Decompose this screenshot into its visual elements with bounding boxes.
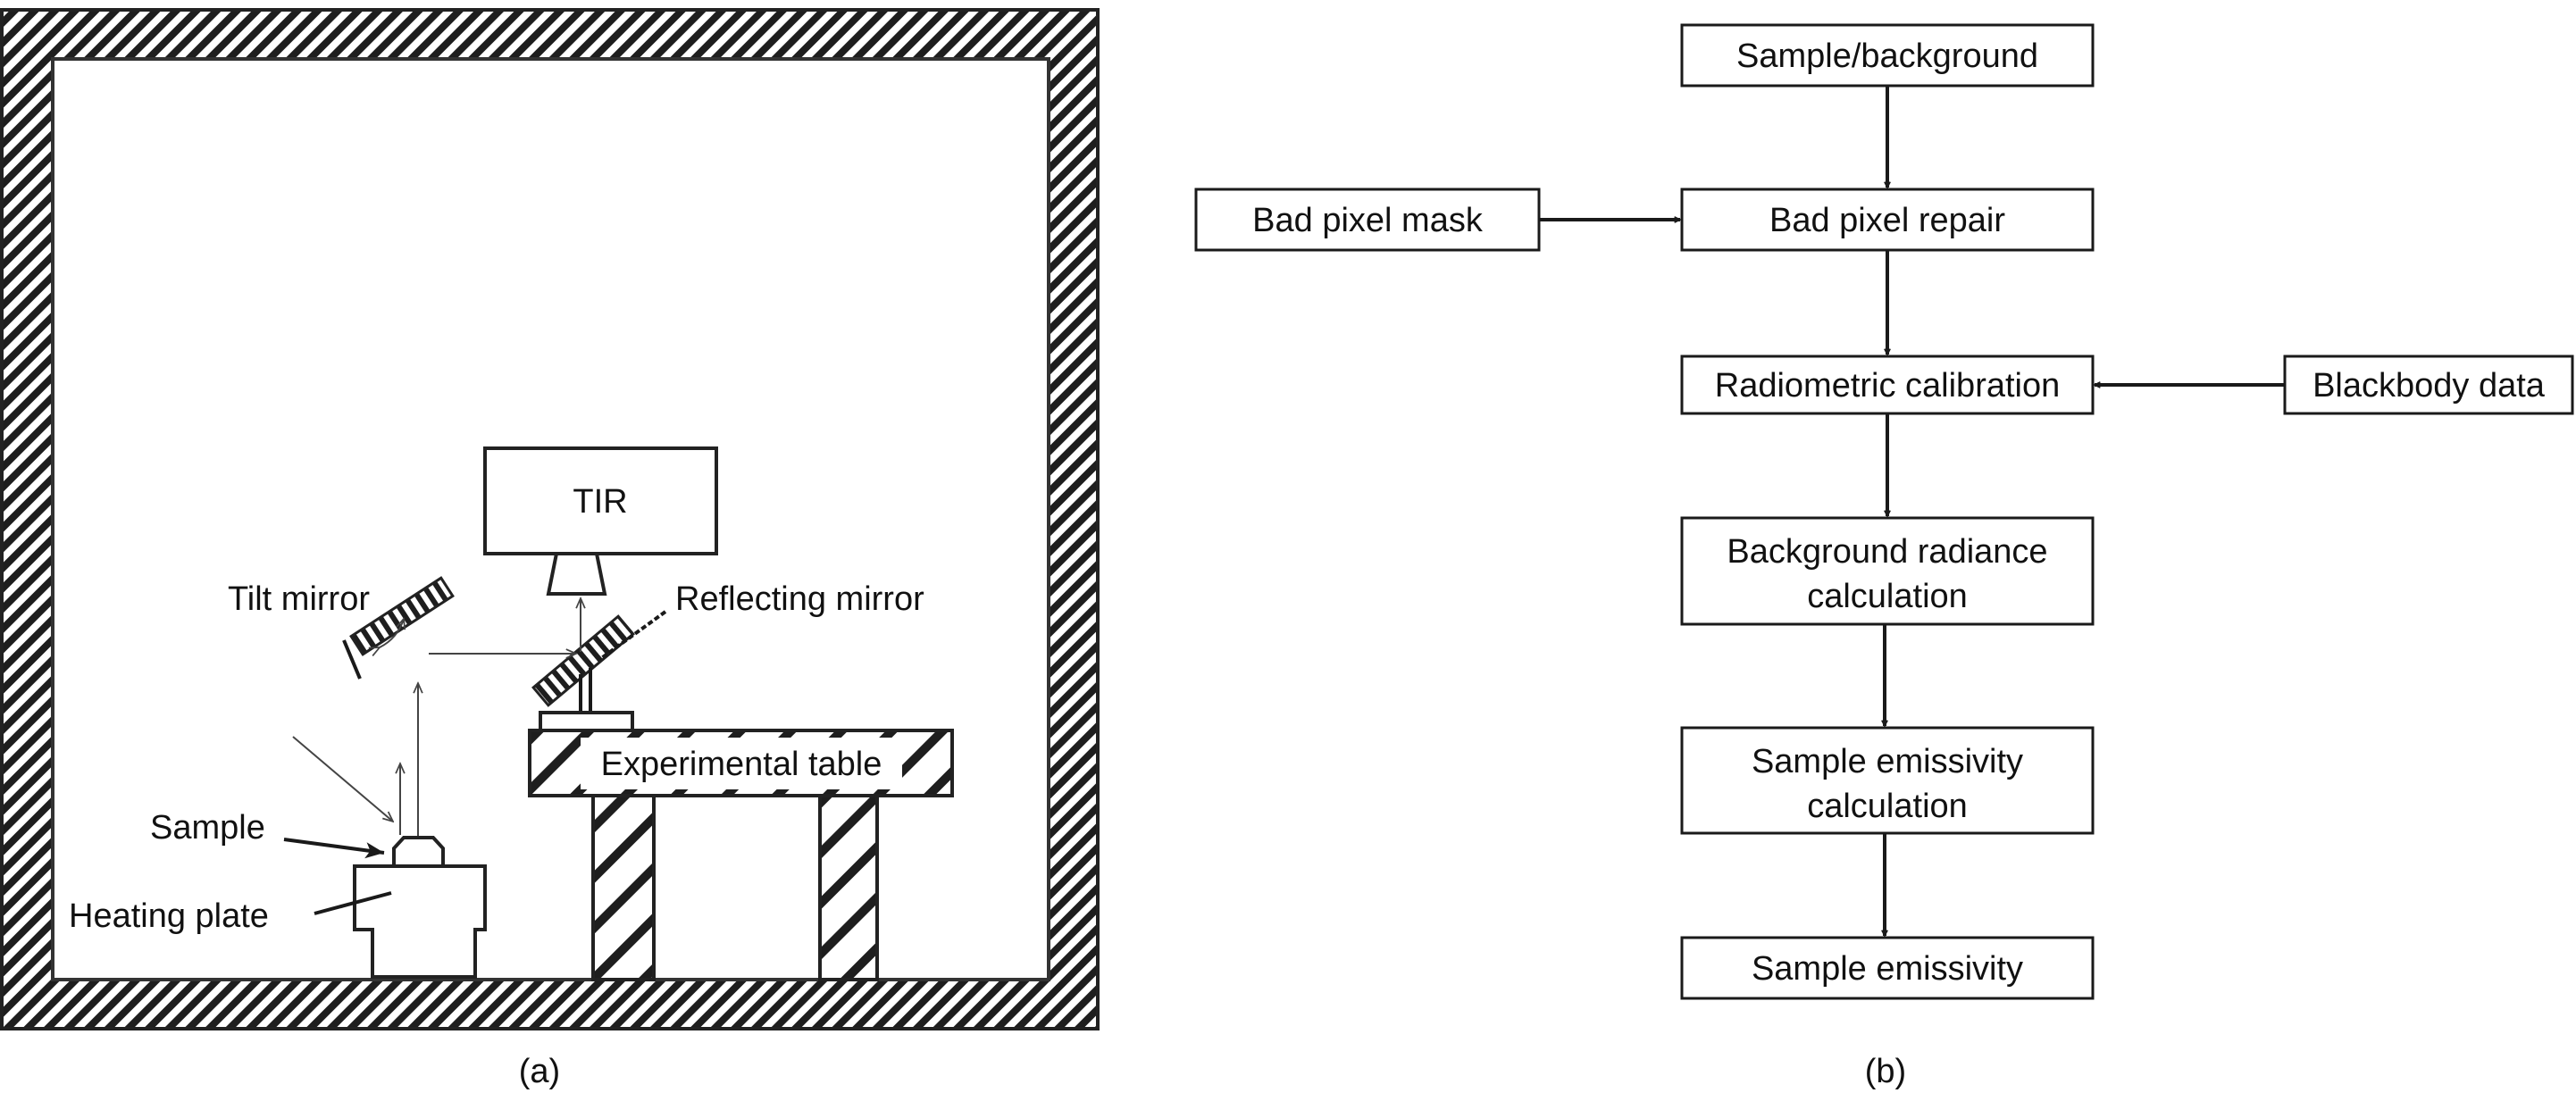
tilt-mirror-label: Tilt mirror (228, 580, 370, 618)
node-background-radiance-label-2: calculation (1807, 578, 1968, 615)
beam-incident (292, 736, 393, 822)
node-radiometric-calibration-label: Radiometric calibration (1715, 367, 2061, 405)
node-sample-emissivity-label: Sample emissivity (1752, 950, 2023, 988)
experimental-table-label: Experimental table (601, 746, 882, 783)
node-bad-pixel-mask-label: Bad pixel mask (1252, 202, 1484, 239)
mirror-base (539, 711, 634, 732)
node-bad-pixel-mask (1194, 188, 1541, 252)
node-background-radiance-label-1: Background radiance (1727, 533, 2047, 571)
tir-label: TIR (573, 483, 627, 521)
tir-camera (483, 446, 718, 555)
reflecting-mirror-label: Reflecting mirror (675, 580, 924, 618)
sample-label: Sample (150, 809, 265, 847)
panel-a-caption: (a) (519, 1053, 560, 1090)
table-leg-right (818, 794, 879, 981)
panel-b: Sample/background Bad pixel mask Bad pix… (1194, 23, 2574, 1090)
node-background-radiance (1680, 516, 2095, 626)
node-bad-pixel-repair (1680, 188, 2095, 252)
reflecting-mirror-leader (598, 610, 667, 661)
node-sample-emissivity (1680, 936, 2095, 1000)
node-sample-background-label: Sample/background (1736, 38, 2038, 75)
panel-a: TIR Tilt mirror Reflecting mirror Experi… (0, 8, 1100, 1090)
node-blackbody-data (2283, 355, 2574, 415)
heating-plate-label: Heating plate (69, 897, 269, 935)
table-leg-left (591, 794, 656, 981)
experimental-table-label-bg (581, 738, 902, 789)
heating-plate-leader (314, 891, 392, 915)
tilt-rotation-arrow (380, 619, 404, 647)
node-sample-emissivity-calculation (1680, 726, 2095, 835)
sample (392, 836, 445, 866)
sample-leader (283, 838, 385, 859)
panel-b-caption: (b) (1865, 1053, 1906, 1090)
node-sample-emissivity-calculation-label-2: calculation (1807, 788, 1968, 825)
node-blackbody-data-label: Blackbody data (2313, 367, 2546, 405)
tir-lens (546, 552, 607, 596)
heating-plate (353, 864, 487, 979)
node-bad-pixel-repair-label: Bad pixel repair (1769, 202, 2005, 239)
tilt-mirror-leader (342, 639, 362, 680)
node-radiometric-calibration (1680, 355, 2095, 415)
node-sample-emissivity-calculation-label-1: Sample emissivity (1752, 743, 2023, 780)
